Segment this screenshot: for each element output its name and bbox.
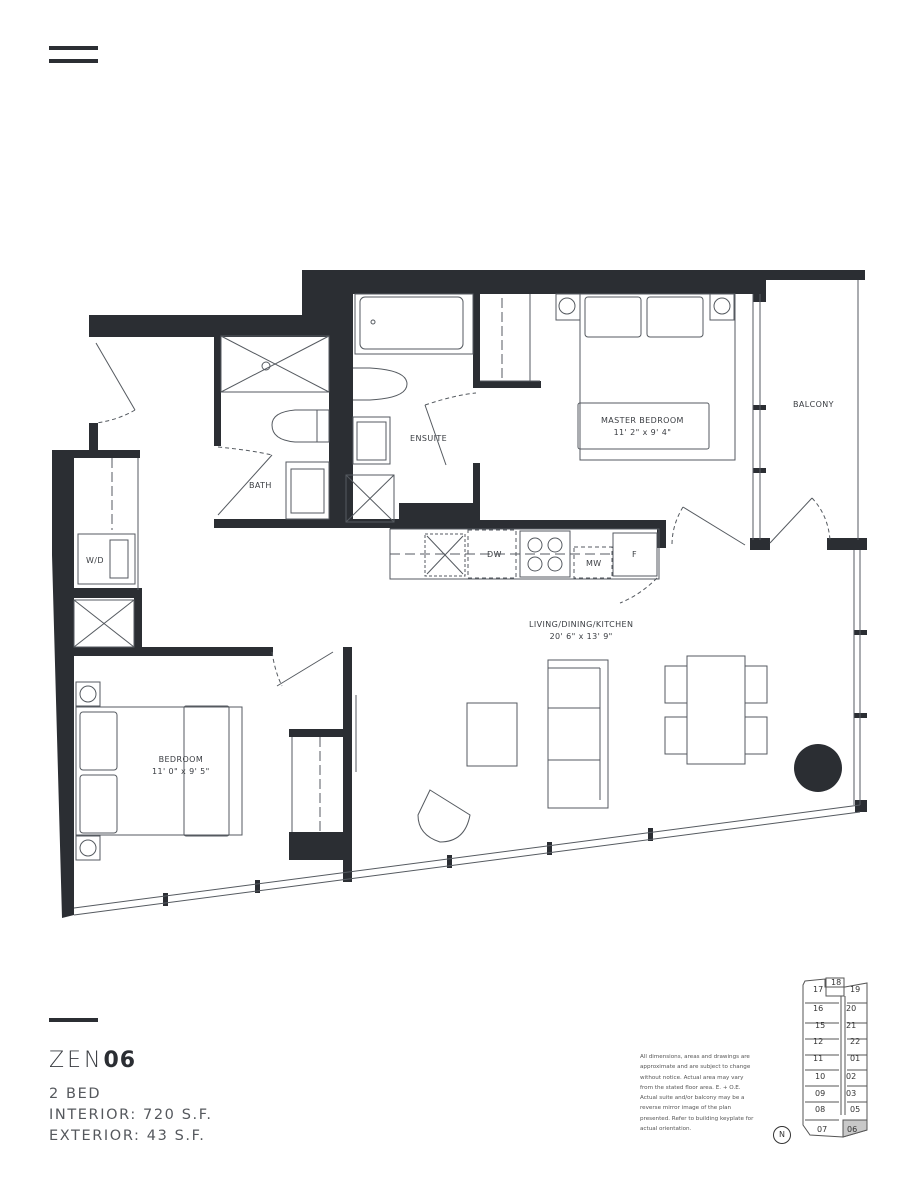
keyplate-unit-06-selected: 06 <box>847 1125 858 1134</box>
building-keyplate <box>802 977 868 1138</box>
room-label-ensuite: ENSUITE <box>410 434 448 443</box>
keyplate-unit-19: 19 <box>850 985 861 994</box>
appliance-label-fridge: F <box>632 550 638 559</box>
fixtures <box>73 280 861 916</box>
keyplate-unit-12: 12 <box>813 1037 824 1046</box>
room-label-balcony: BALCONY <box>793 400 834 409</box>
suite-number: 06 <box>103 1048 137 1073</box>
keyplate-unit-02: 02 <box>846 1072 857 1081</box>
suite-title: ZEN06 <box>49 1048 136 1073</box>
room-label-bedroom: BEDROOM 11' 0" x 9' 5" <box>152 755 210 776</box>
keyplate-unit-17: 17 <box>813 985 824 994</box>
divider <box>49 1018 98 1022</box>
appliance-label-microwave: MW <box>586 559 602 568</box>
room-dimensions: 20' 6" x 13' 9" <box>549 632 613 641</box>
walls <box>52 270 867 918</box>
keyplate-unit-10: 10 <box>815 1072 826 1081</box>
keyplate-unit-05: 05 <box>850 1105 861 1114</box>
keyplate-unit-09: 09 <box>815 1089 826 1098</box>
room-name: MASTER BEDROOM <box>601 416 684 425</box>
keyplate-unit-22: 22 <box>850 1037 861 1046</box>
suite-exterior-area: EXTERIOR: 43 S.F. <box>49 1128 206 1144</box>
room-label-master-bedroom: MASTER BEDROOM 11' 2" x 9' 4" <box>601 416 684 437</box>
keyplate-unit-15: 15 <box>815 1021 826 1030</box>
suite-beds: 2 BED <box>49 1086 102 1102</box>
suite-interior-area: INTERIOR: 720 S.F. <box>49 1107 213 1123</box>
room-label-bath: BATH <box>249 481 272 490</box>
keyplate-unit-11: 11 <box>813 1054 824 1063</box>
keyplate-unit-01: 01 <box>850 1054 861 1063</box>
north-arrow-icon: N <box>773 1126 791 1144</box>
menu-icon-bar-top[interactable] <box>49 46 98 50</box>
room-label-wd: W/D <box>86 556 104 565</box>
disclaimer-text: All dimensions, areas and drawings are a… <box>640 1054 754 1133</box>
keyplate-unit-03: 03 <box>846 1089 857 1098</box>
keyplate-unit-16: 16 <box>813 1004 824 1013</box>
keyplate-unit-07: 07 <box>817 1125 828 1134</box>
keyplate-unit-18: 18 <box>831 978 842 987</box>
suite-prefix: ZEN <box>49 1048 104 1073</box>
keyplate-unit-21: 21 <box>846 1021 857 1030</box>
room-dimensions: 11' 2" x 9' 4" <box>613 428 672 437</box>
room-label-living: LIVING/DINING/KITCHEN 20' 6" x 13' 9" <box>529 620 633 641</box>
menu-icon-bar-bottom[interactable] <box>49 59 98 63</box>
room-dimensions: 11' 0" x 9' 5" <box>152 767 210 776</box>
room-name: BEDROOM <box>158 755 204 764</box>
keyplate-unit-08: 08 <box>815 1105 826 1114</box>
keyplate-unit-20: 20 <box>846 1004 857 1013</box>
room-name: LIVING/DINING/KITCHEN <box>529 620 634 629</box>
appliance-label-dishwasher: DW <box>487 550 502 559</box>
